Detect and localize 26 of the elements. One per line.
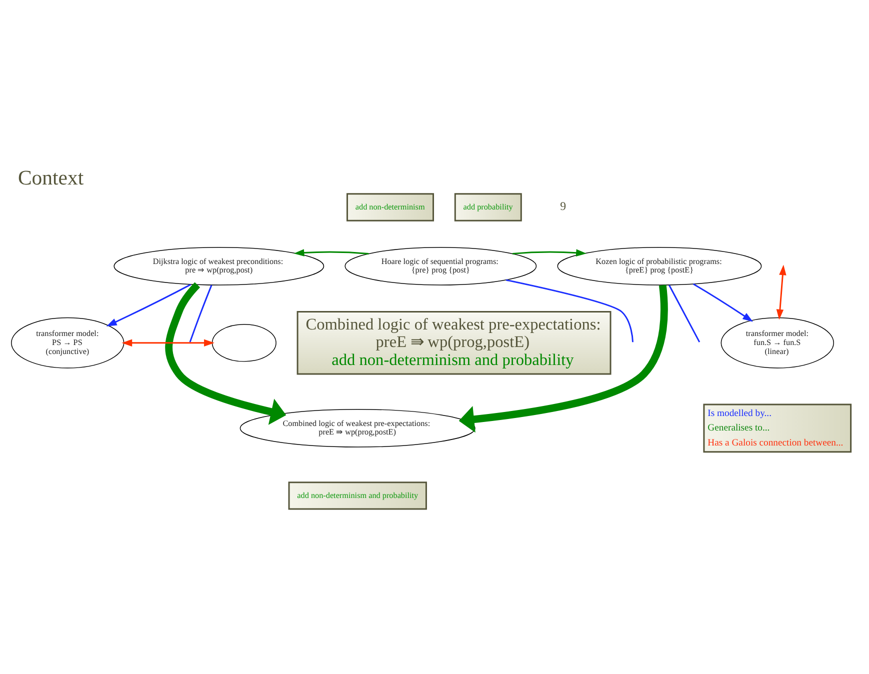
arrow [294, 249, 369, 256]
legend-label: Generalises to... [708, 422, 770, 434]
node-ellipse [212, 324, 276, 362]
node-ellipse: Combined logic of weakest pre-expectations: preE ⇛ wp(prog,postE) [240, 408, 476, 448]
arrow [122, 339, 214, 347]
connector [189, 284, 212, 342]
arrow [776, 264, 786, 320]
connector [668, 284, 700, 342]
arrow [458, 284, 668, 433]
node-ellipse: Hoare logic of sequential programs: {pre} prog {post} [344, 246, 537, 286]
node-ellipse: transformer model: fun.S → fun.S (linear) [720, 317, 834, 368]
arrow [692, 283, 754, 322]
arrow [106, 284, 191, 326]
node-box: add probability [454, 193, 522, 222]
label: 9 [560, 199, 566, 214]
arrow [512, 249, 586, 256]
legend-label: Has a Galois connection between... [708, 438, 844, 449]
legend-label: Is modelled by... [708, 408, 772, 419]
node-box: add non-determinism [346, 193, 434, 222]
arrow [165, 282, 286, 425]
connector [506, 279, 634, 342]
node-box: add non-determinism and probability [288, 482, 427, 510]
node-box: Combined logic of weakest pre-expectations: preE ⇛ wp(prog,postE) add non-determinism and probability [296, 311, 612, 375]
diagram-title: Context [18, 168, 84, 190]
node-ellipse: Kozen logic of probabilistic programs: {preE} prog {postE} [557, 246, 762, 286]
node-ellipse: Dijkstra logic of weakest preconditions: pre ⇒ wp(prog,post) [114, 246, 324, 286]
